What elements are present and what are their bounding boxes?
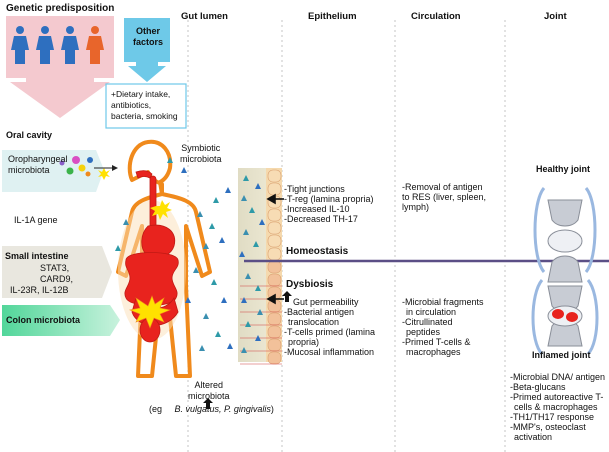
healthy-joint-icon [533, 187, 597, 283]
altered-example: (eg B. vulgatus, P. gingivalis) [149, 404, 274, 414]
joint-header: Joint [544, 11, 567, 22]
epithelial-cell [267, 182, 282, 196]
person-icon [11, 26, 29, 64]
homeostasis-circulation-list: -Removal of antigen to RES (liver, splee… [402, 182, 487, 212]
other-factors-title: Other factors [132, 26, 163, 47]
circulation-header: Circulation [411, 11, 461, 22]
microbe [203, 243, 209, 249]
microbe [255, 335, 261, 341]
homeostasis-label: Homeostasis [286, 246, 349, 257]
epithelial-cell [267, 351, 282, 365]
epithelial-cell [267, 312, 282, 326]
microbe [193, 267, 199, 273]
microbe [185, 297, 191, 303]
epithelial-cells [240, 169, 282, 365]
microbe [199, 345, 205, 351]
other-factors-arrow [124, 18, 170, 82]
microbe [245, 273, 251, 279]
microbe [241, 297, 247, 303]
epithelial-cell [267, 169, 282, 183]
microbe [181, 167, 187, 173]
microbe [215, 331, 221, 337]
microbe [203, 313, 209, 319]
person-icon [36, 26, 54, 64]
epithelial-cell [267, 221, 282, 235]
inflammation-burst [128, 295, 172, 329]
healthy-joint-label: Healthy joint [536, 164, 591, 174]
microbe [221, 297, 227, 303]
microbe [243, 229, 249, 235]
homeostasis-epithelium-list: -Tight junctions -T-reg (lamina propria)… [284, 184, 374, 224]
microbe [241, 347, 247, 353]
oral-microbes [59, 156, 118, 177]
other-factors-box [105, 83, 187, 129]
microbe [249, 207, 255, 213]
inflamed-joint-icon [531, 279, 599, 356]
microbe [255, 285, 261, 291]
pointer-arrows [266, 193, 284, 305]
microbe [241, 195, 247, 201]
microbe [259, 219, 265, 225]
microbe [211, 279, 217, 285]
inflamed-joint-list: -Microbial DNA/ antigen -Beta-glucans -P… [510, 372, 606, 442]
inflamed-joint-label: Inflamed joint [532, 350, 591, 360]
microbe [253, 241, 259, 247]
person-icon-affected [86, 26, 104, 64]
microbe [243, 175, 249, 181]
microbe [167, 157, 173, 163]
epithelial-cell [267, 325, 282, 339]
dysbiosis-circulation-list: -Microbial fragments in circulation -Cit… [402, 297, 484, 357]
microbe [213, 197, 219, 203]
microbe [255, 183, 261, 189]
body-silhouette [116, 139, 212, 378]
epithelial-cell [267, 338, 282, 352]
gut-lumen-header: Gut lumen [181, 11, 228, 22]
small-intestine-genes: STAT3, CARD9, IL-23R, IL-12B [10, 263, 74, 295]
microbe [239, 251, 245, 257]
epithelial-cell [267, 234, 282, 248]
dysbiosis-epithelium-list: Gut permeability -Bacterial antigen tran… [284, 297, 376, 357]
person-icon [61, 26, 79, 64]
symbiotic-microbiota: Symbiotic microbiota [180, 143, 222, 164]
dysbiosis-label: Dysbiosis [286, 279, 334, 290]
microbe [209, 223, 215, 229]
oral-cavity-title: Oral cavity [6, 130, 53, 140]
epithelial-cell [267, 208, 282, 222]
small-intestine-title: Small intestine [5, 251, 69, 261]
microbe [225, 187, 231, 193]
oropharyngeal-microbiota: Oropharyngeal microbiota [8, 154, 68, 175]
epithelial-cell [267, 247, 282, 261]
microbe [197, 211, 203, 217]
up-arrow-icon [203, 291, 292, 409]
genetic-predisposition-header: Genetic predisposition [6, 3, 115, 14]
digestive-tract [124, 170, 179, 343]
epithelial-cell [267, 273, 282, 287]
gut-microbes [115, 157, 265, 353]
mouth-burst [98, 168, 110, 180]
colon-arrow [2, 305, 120, 336]
il1a-gene: IL-1A gene [14, 215, 58, 225]
epithelial-cell [267, 260, 282, 274]
inflammation-burst-small [150, 200, 172, 220]
microbe [123, 219, 129, 225]
altered-microbiota: Altered microbiota [188, 380, 230, 401]
microbe [115, 245, 121, 251]
small-intestine-panel [2, 246, 112, 298]
colon-microbiota-title: Colon microbiota [6, 315, 80, 325]
microbe [245, 321, 251, 327]
other-factors-list: +Dietary intake, antibiotics, bacteria, … [111, 89, 178, 121]
people-icons [11, 26, 104, 64]
microbe [219, 237, 225, 243]
microbe [227, 343, 233, 349]
microbe [257, 309, 263, 315]
epithelium-header: Epithelium [308, 11, 357, 22]
